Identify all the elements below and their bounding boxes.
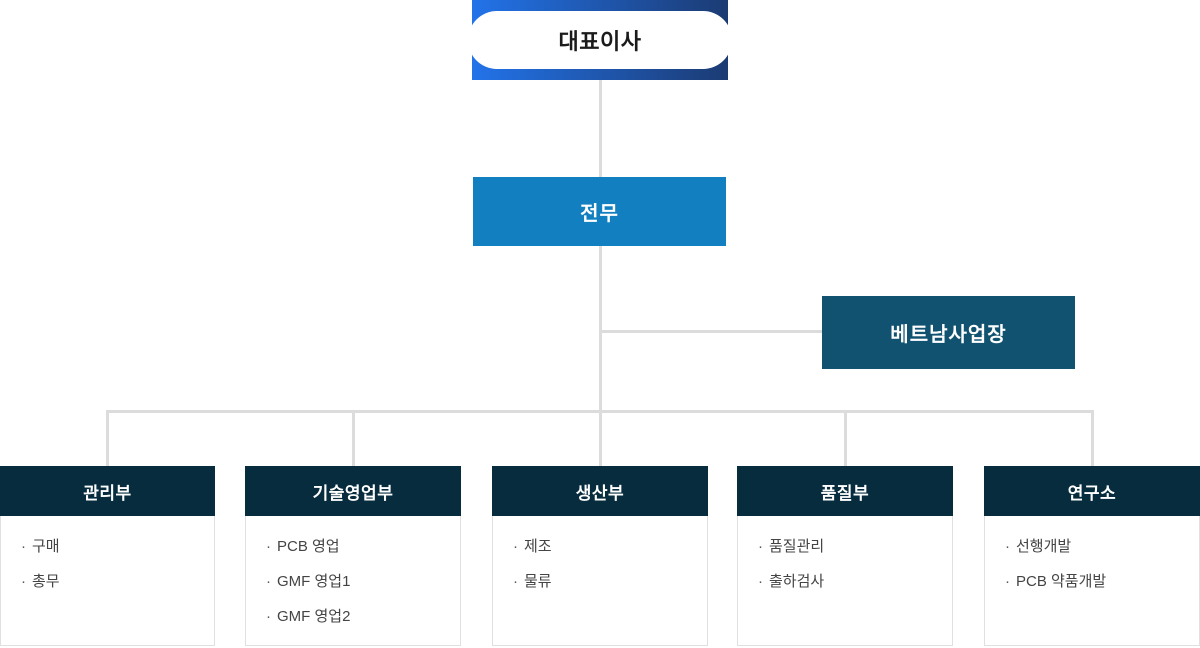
department-name: 관리부: [83, 483, 132, 503]
department-item-label: 품질관리: [769, 538, 825, 555]
department-item: · 제조: [513, 536, 695, 557]
bullet-icon: ·: [1005, 538, 1010, 555]
department-item: · 구매: [21, 536, 202, 557]
department-header: 관리부: [0, 466, 215, 516]
department-item-label: 총무: [32, 573, 60, 590]
department-item-label: GMF 영업2: [277, 608, 351, 625]
department-header: 품질부: [737, 466, 953, 516]
department-item: · GMF 영업1: [266, 571, 448, 592]
bullet-icon: ·: [21, 573, 26, 590]
connector-drop-tech-sales: [352, 410, 355, 467]
executive-node: 전무: [473, 177, 726, 246]
department-item: · 품질관리: [758, 536, 940, 557]
department-item-label: 선행개발: [1016, 538, 1072, 555]
department-item-label: 구매: [32, 538, 60, 555]
connector-executive-to-bus: [599, 246, 602, 413]
department-body: · 제조 · 물류: [492, 516, 708, 646]
department-header: 연구소: [984, 466, 1200, 516]
department-item-label: 출하검사: [769, 573, 825, 590]
department-item-label: PCB 약품개발: [1016, 573, 1107, 590]
department-item: · 물류: [513, 571, 695, 592]
bullet-icon: ·: [1005, 573, 1010, 590]
bullet-icon: ·: [513, 573, 518, 590]
department-quality: 품질부 · 품질관리 · 출하검사: [737, 466, 953, 646]
department-item: · PCB 영업: [266, 536, 448, 557]
bullet-icon: ·: [266, 608, 271, 625]
connector-root-to-executive: [599, 80, 602, 177]
department-item-label: PCB 영업: [277, 538, 340, 555]
department-item: · 선행개발: [1005, 536, 1187, 557]
department-item: · 출하검사: [758, 571, 940, 592]
department-header: 생산부: [492, 466, 708, 516]
department-body: · 구매 · 총무: [0, 516, 215, 646]
department-item-label: GMF 영업1: [277, 573, 351, 590]
department-body: · PCB 영업 · GMF 영업1 · GMF 영업2: [245, 516, 461, 646]
ceo-node: 대표이사: [468, 0, 732, 80]
department-research: 연구소 · 선행개발 · PCB 약품개발: [984, 466, 1200, 646]
department-production: 생산부 · 제조 · 물류: [492, 466, 708, 646]
department-management: 관리부 · 구매 · 총무: [0, 466, 215, 646]
bullet-icon: ·: [21, 538, 26, 555]
bullet-icon: ·: [266, 573, 271, 590]
department-tech-sales: 기술영업부 · PCB 영업 · GMF 영업1 · GMF 영업2: [245, 466, 461, 646]
executive-label: 전무: [580, 203, 619, 225]
ceo-label: 대표이사: [558, 29, 642, 54]
connector-drop-production: [599, 410, 602, 467]
vietnam-branch-label: 베트남사업장: [890, 324, 1007, 346]
department-name: 생산부: [575, 483, 625, 503]
bullet-icon: ·: [266, 538, 271, 555]
department-item: · GMF 영업2: [266, 606, 448, 627]
vietnam-branch-node: 베트남사업장: [822, 296, 1075, 369]
department-item-label: 제조: [524, 538, 552, 555]
connector-to-vietnam-branch: [599, 330, 823, 333]
department-name: 연구소: [1067, 483, 1117, 503]
department-name: 기술영업부: [312, 483, 394, 503]
bullet-icon: ·: [758, 573, 763, 590]
department-name: 품질부: [820, 483, 870, 503]
department-item: · 총무: [21, 571, 202, 592]
department-body: · 품질관리 · 출하검사: [737, 516, 953, 646]
department-item-label: 물류: [524, 573, 552, 590]
department-header: 기술영업부: [245, 466, 461, 516]
bullet-icon: ·: [513, 538, 518, 555]
department-body: · 선행개발 · PCB 약품개발: [984, 516, 1200, 646]
ceo-label-pill: 대표이사: [468, 11, 732, 69]
connector-drop-research: [1091, 410, 1094, 467]
connector-drop-quality: [844, 410, 847, 467]
bullet-icon: ·: [758, 538, 763, 555]
connector-drop-management: [106, 410, 109, 467]
department-item: · PCB 약품개발: [1005, 571, 1187, 592]
